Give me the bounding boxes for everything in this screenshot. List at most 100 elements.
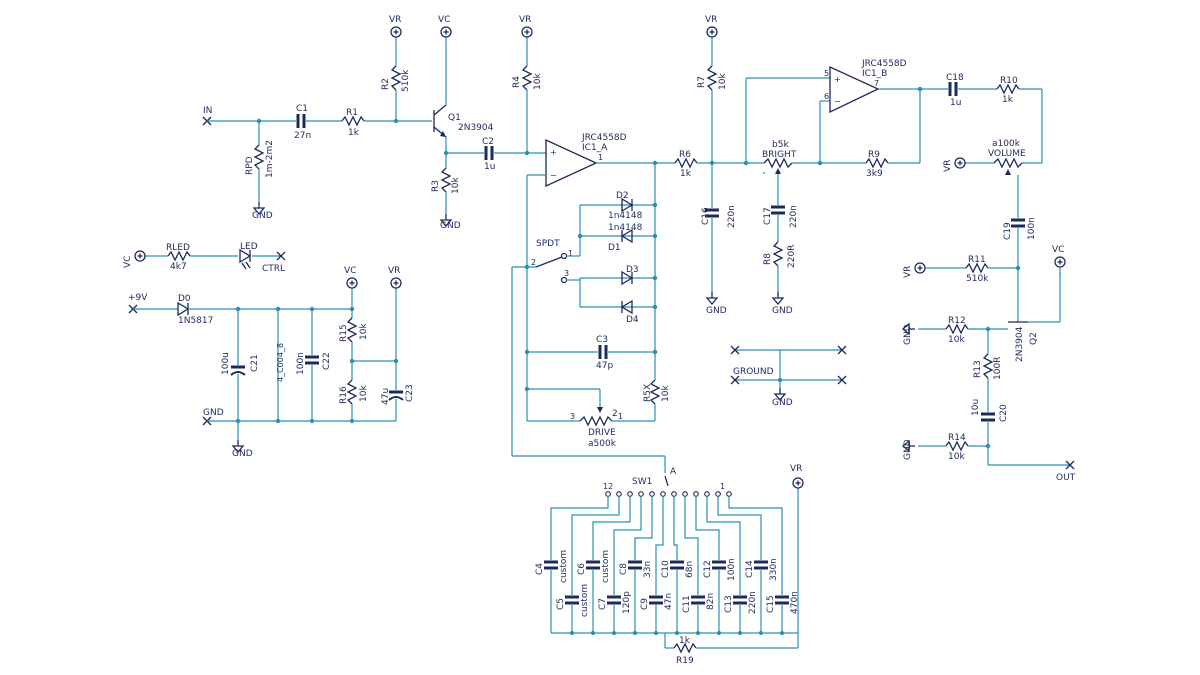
d1-label: D1 (608, 243, 621, 253)
volume-value: a100k (992, 139, 1021, 149)
ic1b-label: IC1_B (862, 69, 887, 79)
plus9v-label: +9V (128, 293, 148, 303)
c17-value: 220n (789, 205, 799, 228)
drive-value: a500k (588, 439, 617, 449)
r7-value: 10k (718, 73, 728, 90)
sw1-a-label: A (670, 467, 677, 477)
out-label: OUT (1056, 473, 1076, 483)
r2-value: 510k (401, 69, 411, 92)
sw1-contacts (605, 491, 732, 497)
vr-sw1: VR (790, 464, 802, 474)
r16-label: R16 (339, 386, 349, 404)
input-stage: IN C1 27n R1 1k GND RPD 1m-2m2 VR R2 510… (202, 15, 546, 231)
c9-label: C9 (640, 598, 650, 610)
ctrl-label: CTRL (262, 264, 285, 274)
svg-text:+: + (834, 75, 841, 84)
spdt-pin2: 2 (531, 258, 536, 267)
rled-label: RLED (166, 243, 190, 253)
r5x-label: R5X (643, 384, 653, 402)
r10-value: 1k (1002, 95, 1014, 105)
c11-value: 82n (706, 593, 716, 610)
c8-label: C8 (619, 563, 629, 575)
r13-value: 100R (993, 357, 1003, 380)
c22-label: C22 (322, 352, 332, 370)
q2-label: Q2 (1029, 332, 1039, 345)
vc-q1: VC (438, 15, 450, 25)
sw1-capacitor-bank: SW1 A 12 1 (535, 464, 804, 666)
vc-led: VC (123, 256, 133, 268)
r15-value: 10k (359, 323, 369, 340)
sw1-pin1: 1 (720, 482, 725, 491)
r7-label: R7 (697, 76, 707, 88)
r3-label: R3 (431, 180, 441, 192)
r11-value: 510k (966, 274, 989, 284)
gnd-power: GND (232, 449, 253, 459)
rpd-value: 1m-2m2 (265, 140, 275, 178)
gnd-rail-label: GND (203, 408, 224, 418)
r2-label: R2 (381, 78, 391, 90)
gnd-r14: GND (903, 439, 913, 460)
c7-value: 120p (622, 591, 632, 614)
c6-label: C6 (577, 563, 587, 575)
r9-value: 3k9 (866, 169, 883, 179)
gnd-r3: GND (440, 221, 461, 231)
q2-value: 2N3904 (1015, 326, 1025, 362)
r1-value: 1k (348, 128, 360, 138)
r12-value: 10k (948, 335, 965, 345)
c1-value: 27n (294, 131, 311, 141)
c15-label: C15 (766, 595, 776, 613)
r10-label: R10 (1000, 76, 1018, 86)
ic1b-pin5: 5 (824, 69, 829, 78)
in-label: IN (203, 106, 212, 116)
c22-value: 100n (296, 352, 306, 375)
c18-label: C18 (946, 73, 964, 83)
r4-label: R4 (512, 76, 522, 88)
d0-value: 1N5817 (178, 316, 213, 326)
gnd-net: GND (772, 398, 793, 408)
drive-label: DRIVE (588, 428, 616, 438)
q1-value: 2N3904 (458, 123, 494, 133)
c20-label: C20 (999, 404, 1009, 422)
r3-value: 10k (451, 177, 461, 194)
spdt-label: SPDT (536, 239, 560, 249)
c4-value: custom (559, 550, 569, 583)
c9-value: 47n (664, 593, 674, 610)
ic1b-pin6: 6 (824, 92, 829, 101)
vc-q2: VC (1052, 245, 1064, 255)
c8-value: 33n (643, 561, 653, 578)
vr-r4: VR (519, 15, 531, 25)
d3-label: D3 (626, 265, 639, 275)
c23-value: 47u (381, 388, 391, 405)
r19-value: 1k (679, 636, 691, 646)
c3-label: C3 (596, 335, 608, 345)
c16-value: 220n (727, 205, 737, 228)
r14-value: 10k (948, 452, 965, 462)
ic1b-value: JRC4558D (861, 59, 907, 69)
d4-label: D4 (626, 315, 639, 325)
gnd-r8: GND (772, 306, 793, 316)
c12-label: C12 (703, 560, 713, 578)
power-stage: VC RLED 4k7 LED CTRL +9V D0 1N5817 VC GN… (123, 242, 415, 459)
gnd-r12: GND (903, 324, 913, 345)
rled-value: 4k7 (170, 262, 187, 272)
r8-value: 220R (787, 245, 797, 268)
c19-value: 100n (1027, 217, 1037, 240)
c1-label: C1 (296, 104, 308, 114)
c20-value: 10u (971, 399, 981, 416)
opamp-ic1a-stage: VR R4 10k +− JRC4558D IC1_A 1 D2 1n4148 (511, 15, 675, 473)
c3-value: 47p (596, 361, 613, 371)
r16-value: 10k (359, 385, 369, 402)
c5-value: custom (580, 584, 590, 617)
c2-label: C2 (482, 137, 494, 147)
volume-label: VOLUME (988, 149, 1026, 159)
sw1-pin12: 12 (603, 482, 613, 491)
q1-label: Q1 (448, 113, 461, 123)
c13-value: 220n (748, 591, 758, 614)
bright-label: BRIGHT (762, 150, 797, 160)
c14-value: 330n (769, 558, 779, 581)
r15-label: R15 (339, 324, 349, 342)
ic1b-pin7: 7 (874, 79, 879, 88)
svg-text:−: − (834, 97, 841, 106)
c10-label: C10 (661, 560, 671, 578)
r9-label: R9 (868, 150, 880, 160)
